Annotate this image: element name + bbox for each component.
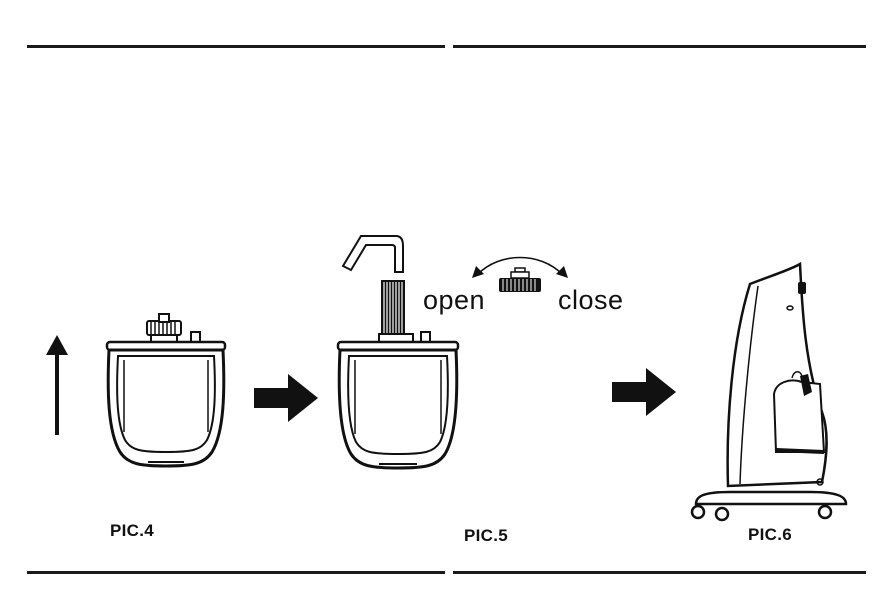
figure-caption-pic4: PIC.4 <box>110 521 154 541</box>
pipe-hook-icon <box>341 232 407 342</box>
water-tank-icon <box>104 312 229 468</box>
figure-caption-pic6: PIC.6 <box>748 525 792 545</box>
up-arrow-icon <box>44 335 70 437</box>
valve-cap-icon <box>497 266 543 294</box>
right-arrow-icon <box>612 368 676 416</box>
water-tank-icon <box>335 330 461 470</box>
figure-caption-pic5: PIC.5 <box>464 526 508 546</box>
top-divider-notch <box>445 45 453 48</box>
bottom-divider-notch <box>445 571 453 574</box>
right-arrow-icon <box>254 374 318 422</box>
close-label: close <box>558 285 624 316</box>
cooler-unit-icon <box>690 262 850 520</box>
open-label: open <box>423 285 485 316</box>
